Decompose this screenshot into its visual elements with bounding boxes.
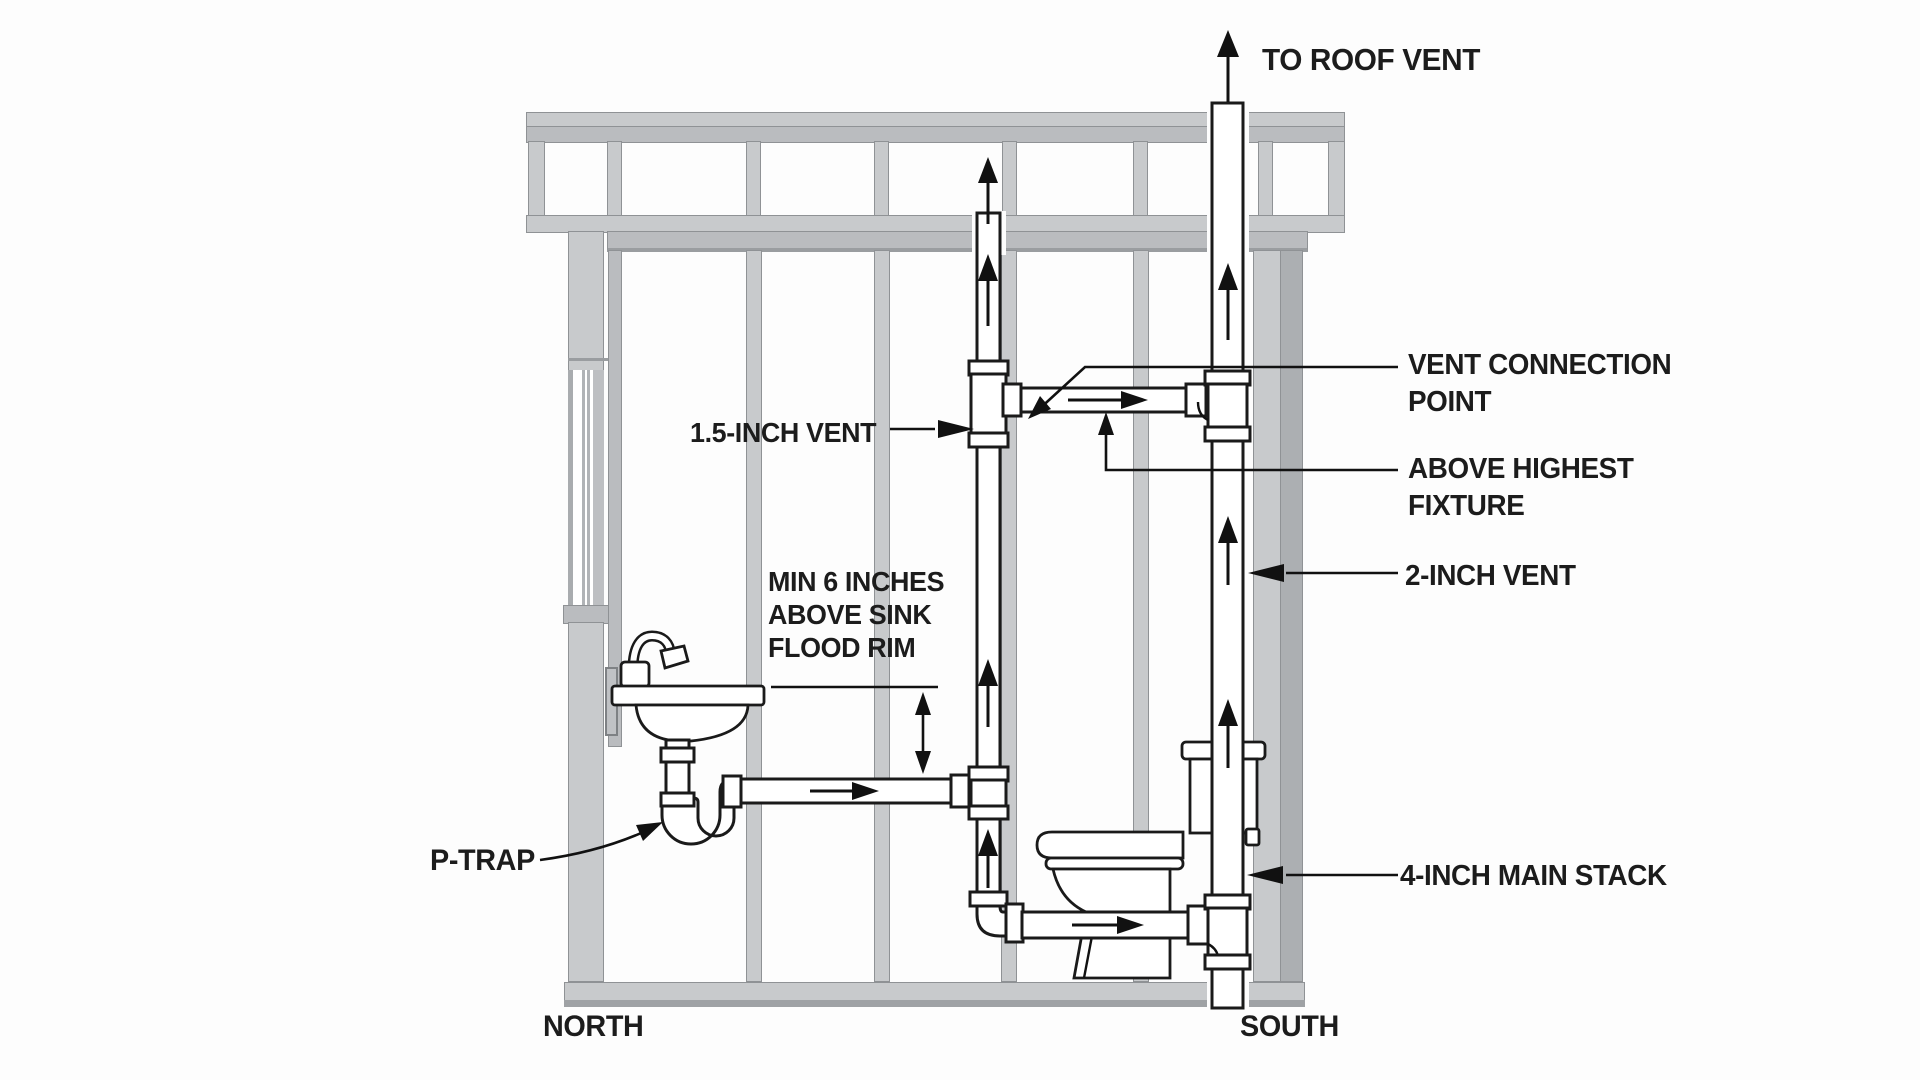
elbow-collar (968, 890, 1009, 908)
label-vent-connection-point: VENT CONNECTION POINT (1408, 347, 1672, 421)
south-post-outer (1280, 250, 1303, 982)
wall-stud (1133, 250, 1149, 982)
label-line: MIN 6 INCHES (768, 566, 945, 597)
leader-2-inch-vent (1248, 564, 1398, 582)
toilet-flush-valve (1244, 827, 1261, 847)
label-north: NORTH (543, 1010, 644, 1043)
window (568, 370, 604, 607)
top-plate-2 (607, 231, 1308, 252)
p-trap-assembly (659, 738, 743, 846)
flow-arrow-up (978, 659, 998, 727)
flow-arrow-right (1068, 391, 1148, 409)
flood-rim-dimension (771, 685, 938, 774)
stack-tee-collar (1203, 425, 1252, 443)
drain-arm-collar (949, 773, 971, 809)
leader-lines (539, 365, 1398, 884)
main-stack-pipe (1196, 101, 1252, 1010)
floor-edge (564, 1000, 1305, 1007)
min-6-inch-dimension-arrow (915, 692, 931, 774)
vent-coupling (967, 431, 1010, 449)
sink-basin (634, 703, 750, 743)
flow-arrow-up (1218, 263, 1238, 340)
tee-collar (967, 804, 1010, 821)
toilet-rim (1044, 856, 1185, 871)
left-wall-header (568, 231, 604, 372)
label-2-inch-vent: 2-INCH VENT (1405, 560, 1576, 592)
tee-hub-curve (1196, 401, 1209, 422)
flow-arrow-right (810, 782, 879, 800)
tailpiece-nut (659, 746, 696, 764)
trap-outlet-nut (721, 774, 743, 809)
stack-tee-collar (1203, 953, 1252, 971)
vent-tee-upper (969, 372, 1008, 436)
south-post-inner (1253, 250, 1282, 982)
top-band-strip-lower (526, 126, 1345, 143)
label-to-roof-vent: TO ROOF VENT (1262, 42, 1481, 77)
flow-arrow-right (1072, 916, 1144, 934)
label-line: POINT (1408, 386, 1492, 418)
leader-p-trap (539, 822, 663, 862)
toilet-seat (1035, 830, 1185, 860)
vent-collar-right (1184, 382, 1208, 418)
left-wall-stud-lower (568, 622, 604, 982)
label-line: ABOVE SINK (768, 599, 932, 630)
label-line: ABOVE HIGHEST (1408, 453, 1634, 485)
label-line: FLOOD RIM (768, 632, 916, 663)
flow-arrows (810, 30, 1239, 934)
sink-rim (610, 684, 766, 707)
label-line: VENT CONNECTION (1408, 349, 1672, 381)
trap-inlet-nut (659, 791, 696, 808)
framing-joint-line (568, 358, 622, 361)
faucet-spout (659, 644, 690, 670)
label-line: FIXTURE (1408, 490, 1525, 522)
label-min-6-inches: MIN 6 INCHES ABOVE SINK FLOOD RIM (768, 565, 944, 664)
flow-arrow-up (1218, 516, 1238, 585)
label-4-inch-main-stack: 4-INCH MAIN STACK (1400, 860, 1667, 892)
left-wall-inner-strip (608, 250, 622, 747)
label-south: SOUTH (1240, 1010, 1339, 1043)
flow-arrow-up (978, 254, 998, 326)
window-glass-line (587, 370, 590, 607)
flow-arrow-up (1217, 30, 1239, 102)
flow-arrow-up (1218, 699, 1238, 768)
flow-arrow-up (978, 157, 998, 224)
label-p-trap: P-TRAP (430, 844, 535, 877)
label-1-5-inch-vent: 1.5-INCH VENT (690, 417, 877, 448)
leader-above-highest-fixture (1098, 412, 1398, 472)
vent-collar-left (1001, 382, 1023, 418)
leader-4-inch-main-stack (1247, 866, 1398, 884)
elbow-out-collar (1004, 902, 1025, 944)
stack-vent-tee (1206, 382, 1249, 430)
sink (610, 630, 766, 743)
label-above-highest-fixture: ABOVE HIGHEST FIXTURE (1408, 451, 1634, 525)
flow-arrow-up (978, 829, 998, 888)
window-glass-line (582, 370, 585, 607)
leader-1-5-inch-vent (890, 420, 974, 438)
faucet-base (619, 660, 651, 689)
leader-vent-connection-point (1028, 365, 1398, 419)
